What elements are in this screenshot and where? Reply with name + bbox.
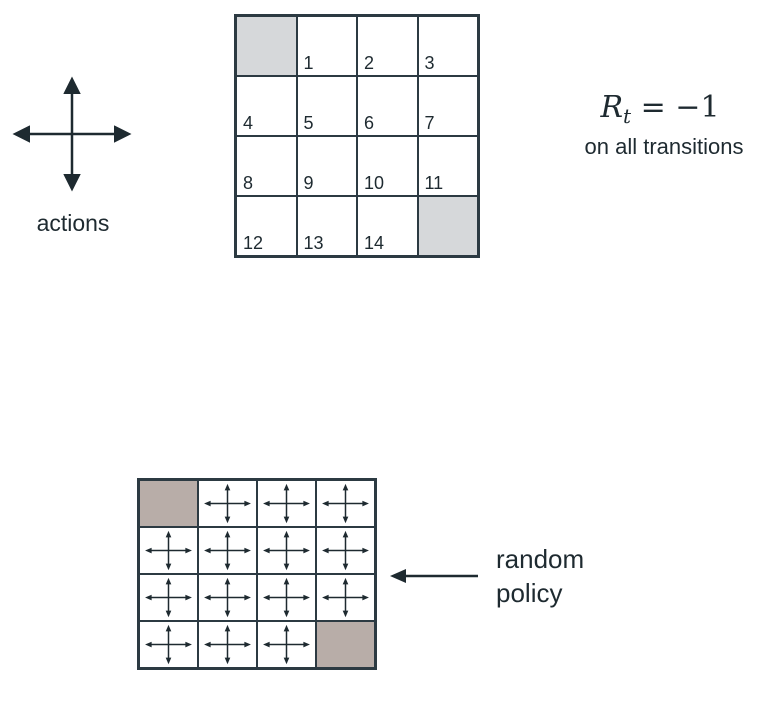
state-number: 2 bbox=[364, 53, 375, 73]
reward-formula: Rt = −1 bbox=[540, 90, 774, 128]
policy-label-line2: policy bbox=[496, 578, 563, 608]
four-direction-arrows-icon bbox=[322, 483, 369, 524]
left-arrow-icon bbox=[390, 569, 478, 583]
grid-cell: 9 bbox=[296, 136, 357, 196]
state-number: 8 bbox=[243, 173, 254, 193]
state-number: 9 bbox=[303, 173, 314, 193]
state-number: 10 bbox=[364, 173, 385, 193]
reward-caption: on all transitions bbox=[584, 134, 744, 159]
grid-cell: 2 bbox=[357, 16, 418, 76]
four-direction-arrows-icon bbox=[12, 76, 132, 192]
policy-cell bbox=[257, 480, 316, 527]
policy-label: random policy bbox=[496, 542, 584, 610]
four-direction-arrows-icon bbox=[322, 530, 369, 571]
four-direction-arrows-icon bbox=[322, 577, 369, 618]
four-direction-arrows-icon bbox=[145, 530, 192, 571]
four-direction-arrows-icon bbox=[204, 483, 251, 524]
policy-cell bbox=[198, 621, 257, 668]
policy-cell bbox=[198, 480, 257, 527]
policy-cell bbox=[257, 621, 316, 668]
grid-cell: 10 bbox=[357, 136, 418, 196]
grid-cell: 14 bbox=[357, 196, 418, 256]
four-direction-arrows-icon bbox=[204, 624, 251, 665]
terminal-cell bbox=[236, 16, 297, 76]
reward-symbol: R bbox=[600, 90, 624, 125]
four-direction-arrows-icon bbox=[145, 577, 192, 618]
state-number: 13 bbox=[303, 233, 324, 253]
grid-cell: 3 bbox=[417, 16, 478, 76]
policy-cell bbox=[316, 480, 375, 527]
policy-terminal-cell bbox=[316, 621, 375, 668]
terminal-cell bbox=[417, 196, 478, 256]
policy-cell bbox=[257, 574, 316, 621]
reward-subscript: t bbox=[623, 104, 632, 128]
grid-cell: 8 bbox=[236, 136, 297, 196]
policy-cell bbox=[198, 527, 257, 574]
state-number: 12 bbox=[243, 233, 264, 253]
state-number: 14 bbox=[364, 233, 385, 253]
four-direction-arrows-icon bbox=[263, 624, 310, 665]
grid-cell: 7 bbox=[417, 76, 478, 136]
state-number: 7 bbox=[424, 113, 435, 133]
policy-cell bbox=[139, 527, 198, 574]
policy-cell bbox=[139, 621, 198, 668]
policy-cell bbox=[139, 574, 198, 621]
actions-label: actions bbox=[36, 210, 110, 236]
policy-label-line1: random bbox=[496, 544, 585, 574]
grid-cell: 6 bbox=[357, 76, 418, 136]
grid-cell: 11 bbox=[417, 136, 478, 196]
four-direction-arrows-icon bbox=[204, 577, 251, 618]
state-number: 5 bbox=[303, 113, 314, 133]
policy-terminal-cell bbox=[139, 480, 198, 527]
policy-cell bbox=[257, 527, 316, 574]
policy-grid bbox=[137, 478, 377, 670]
four-direction-arrows-icon bbox=[263, 577, 310, 618]
four-direction-arrows-icon bbox=[204, 530, 251, 571]
four-direction-arrows-icon bbox=[263, 530, 310, 571]
policy-cell bbox=[316, 527, 375, 574]
four-direction-arrows-icon bbox=[263, 483, 310, 524]
state-number: 4 bbox=[243, 113, 254, 133]
grid-cell: 1 bbox=[296, 16, 357, 76]
grid-cell: 13 bbox=[296, 196, 357, 256]
state-number: 6 bbox=[364, 113, 375, 133]
policy-cell bbox=[198, 574, 257, 621]
state-number: 3 bbox=[424, 53, 435, 73]
grid-cell: 5 bbox=[296, 76, 357, 136]
grid-cell: 12 bbox=[236, 196, 297, 256]
state-number: 1 bbox=[303, 53, 314, 73]
grid-cell: 4 bbox=[236, 76, 297, 136]
policy-cell bbox=[316, 574, 375, 621]
reward-value: = −1 bbox=[631, 90, 720, 125]
four-direction-arrows-icon bbox=[145, 624, 192, 665]
state-number: 11 bbox=[424, 173, 444, 193]
